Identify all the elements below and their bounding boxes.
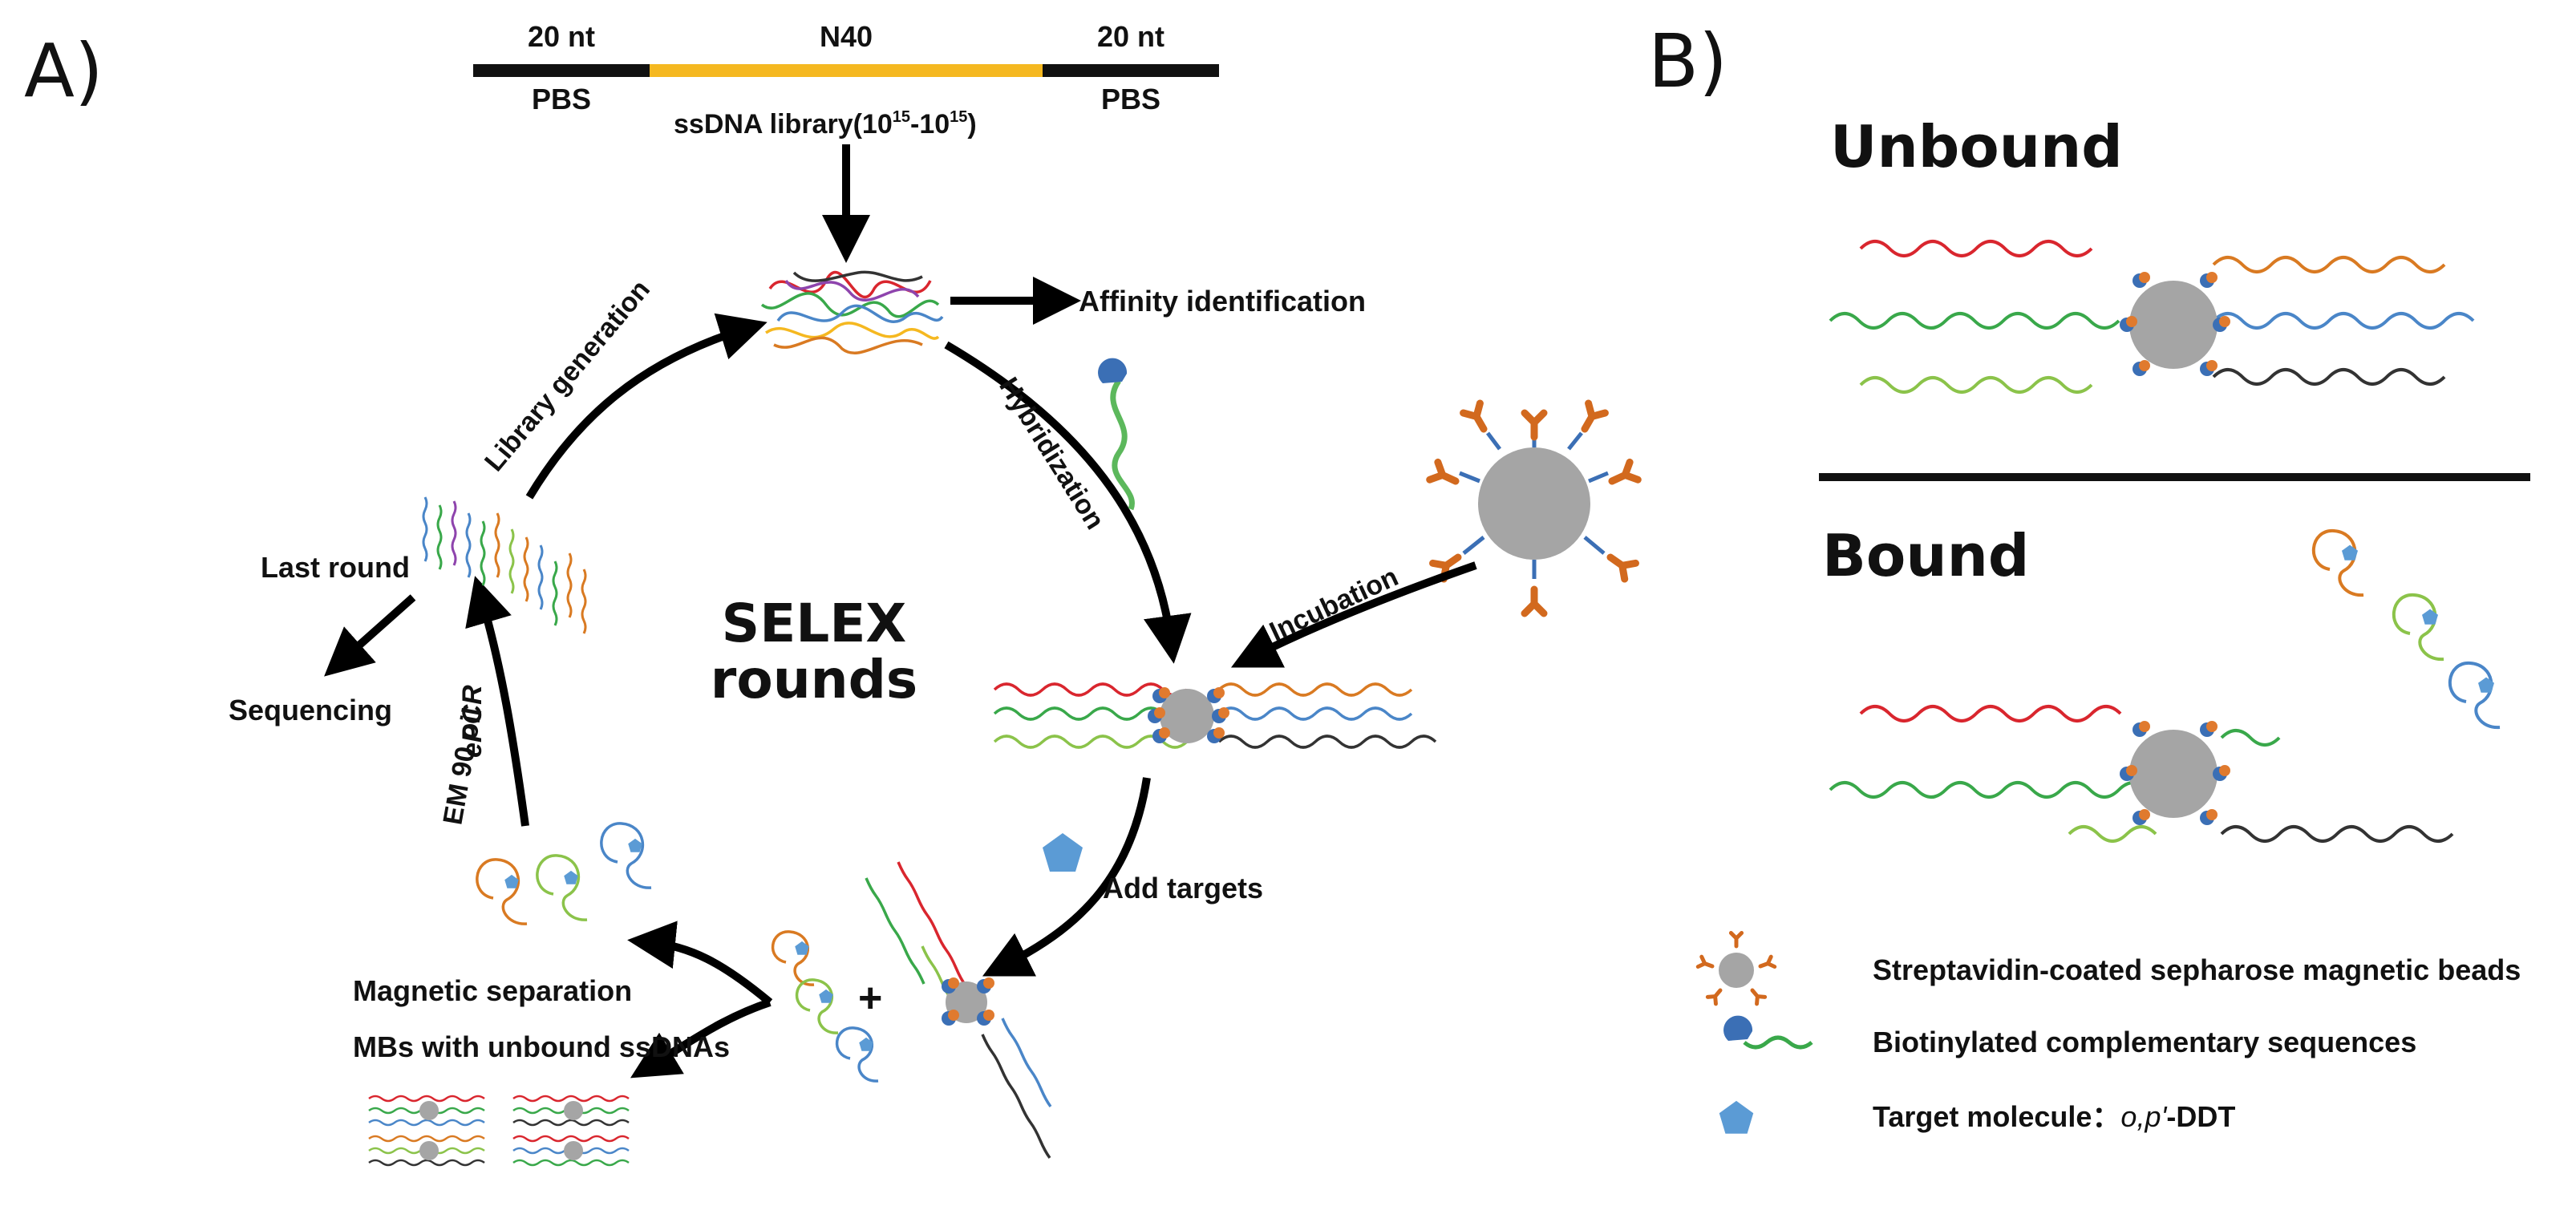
ssdna-library-bar: 20 nt N40 20 nt PBS PBS ssDNA library(10… — [473, 20, 1219, 140]
bound-hairpins-left — [772, 930, 879, 1083]
left-20nt-label: 20 nt — [528, 20, 595, 53]
legend-beads-label: Streptavidin-coated sepharose magnetic b… — [1873, 953, 2521, 986]
add-targets-label: Add targets — [1103, 872, 1263, 904]
hybridization-arrow — [944, 341, 1192, 664]
legend-biotin-strand-icon — [1723, 1015, 1813, 1050]
panel-a-label: A) — [24, 28, 103, 114]
right-pbs-label: PBS — [1101, 83, 1160, 115]
incubation-label: Incubation — [1265, 561, 1403, 647]
bound-heading: Bound — [1822, 522, 2029, 589]
magnetic-separation-arrow-down — [630, 998, 772, 1079]
epcr-label: ePCR — [457, 685, 488, 758]
biotin-strand-icon — [1098, 358, 1135, 511]
incubation-arrow — [1230, 561, 1477, 668]
magnetic-separation-label: Magnetic separation — [353, 974, 632, 1007]
legend: Streptavidin-coated sepharose magnetic b… — [1698, 933, 2521, 1134]
plus-sign: + — [858, 975, 882, 1022]
magnetic-separation-arrow-up — [627, 921, 773, 1006]
rounds-title: rounds — [711, 649, 917, 710]
last-round-label: Last round — [261, 551, 410, 584]
mbs-unbound-grid — [368, 1095, 630, 1167]
legend-target-label: Target molecule：o,p'-DDT — [1873, 1100, 2235, 1133]
legend-target-icon — [1719, 1100, 1754, 1134]
sequencing-label: Sequencing — [229, 694, 392, 726]
bound-complex — [1829, 705, 2454, 843]
library-generation-arrow — [525, 313, 768, 500]
n40-label: N40 — [820, 20, 873, 53]
bound-released-hairpins — [2311, 528, 2501, 730]
legend-bead-icon — [1698, 933, 1775, 1004]
eluted-hairpins — [476, 822, 652, 925]
legend-biotinylated-label: Biotinylated complementary sequences — [1873, 1026, 2416, 1058]
em90-label: EM 90 oil — [437, 706, 488, 828]
selex-title: SELEX — [722, 593, 907, 654]
sequencing-arrow — [324, 594, 416, 677]
unbound-heading: Unbound — [1830, 113, 2123, 180]
target-pentagon-icon — [1043, 833, 1083, 872]
unbound-complex — [1829, 240, 2475, 394]
epcr-arrow — [465, 576, 529, 827]
add-targets-arrow — [982, 777, 1151, 977]
affinity-identification-label: Affinity identification — [1079, 285, 1366, 318]
hybridization-label: Hybridization — [993, 372, 1110, 535]
ssdna-library-caption: ssDNA library(1015-1015) — [674, 108, 977, 140]
target-binding-complex — [865, 861, 1052, 1159]
panel-b-label: B) — [1648, 18, 1727, 104]
right-20nt-label: 20 nt — [1097, 20, 1164, 53]
left-pbs-label: PBS — [532, 83, 591, 115]
amplified-strands-cluster — [422, 496, 587, 634]
mbs-unbound-label: MBs with unbound ssDNAs — [353, 1030, 730, 1063]
hybridized-bead-complex — [993, 682, 1437, 749]
ssdna-pool-icon — [760, 270, 944, 354]
antibody-bead-icon — [1430, 403, 1638, 613]
